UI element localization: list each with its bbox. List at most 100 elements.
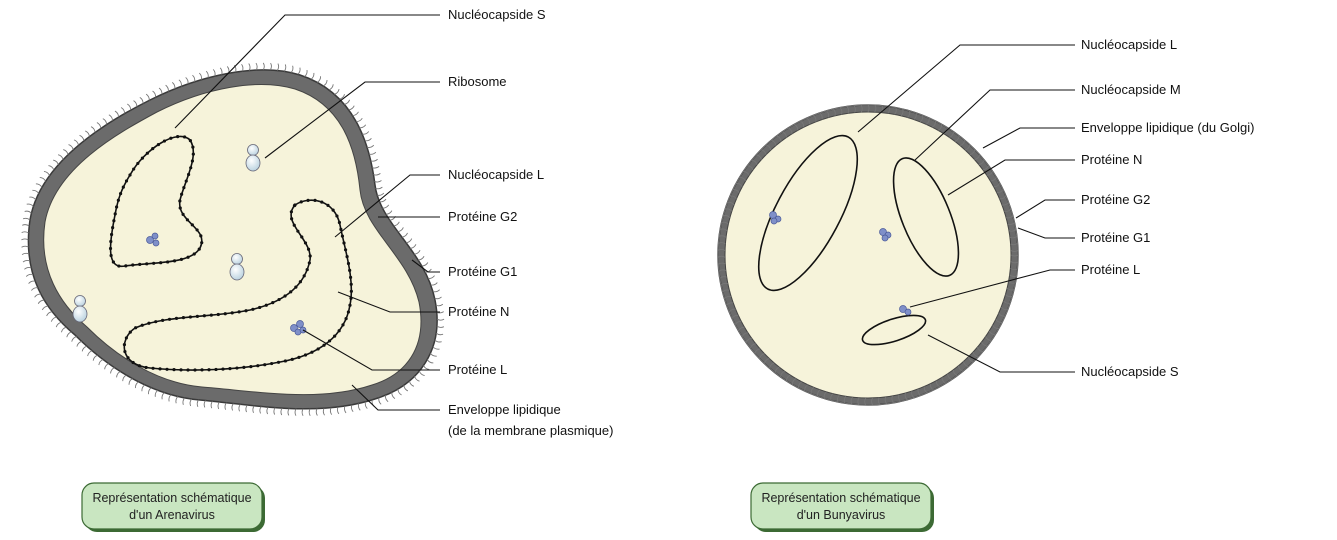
surface-spike: [206, 71, 208, 78]
surface-spike: [25, 211, 32, 213]
nucleocapsid-bead: [128, 173, 131, 176]
surface-spike: [38, 300, 44, 304]
surface-spike: [97, 123, 101, 129]
nucleocapsid-bead: [310, 351, 313, 354]
nucleocapsid-bead: [309, 254, 312, 257]
surface-spike: [317, 76, 320, 82]
nucleocapsid-bead: [129, 331, 132, 334]
label-proteine-g1: Protéine G1: [448, 264, 517, 279]
surface-spike: [353, 112, 359, 116]
nucleocapsid-bead: [169, 137, 172, 140]
nucleocapsid-bead: [154, 320, 157, 323]
nucleocapsid-bead: [180, 193, 183, 196]
surface-spike: [263, 63, 264, 70]
surface-spike: [246, 405, 247, 412]
surface-spike: [437, 326, 444, 327]
surface-spike: [383, 205, 389, 208]
nucleocapsid-bead: [109, 254, 112, 257]
surface-spike: [31, 288, 37, 291]
nucleocapsid-bead: [165, 368, 168, 371]
surface-spike: [105, 364, 109, 370]
nucleocapsid-bead: [132, 167, 135, 170]
surface-spike: [74, 140, 79, 145]
ribosome-icon: [230, 254, 244, 281]
nucleocapsid-bead: [313, 199, 316, 202]
nucleocapsid-bead: [166, 260, 169, 263]
surface-spike: [435, 340, 442, 342]
surface-spike: [53, 160, 58, 165]
nucleocapsid-bead: [303, 274, 306, 277]
leader-line: [1018, 228, 1075, 238]
surface-spike: [239, 404, 240, 411]
leader-line: [1016, 200, 1075, 218]
nucleocapsid-bead: [126, 356, 129, 359]
nucleocapsid-bead: [180, 258, 183, 261]
surface-spike: [48, 166, 53, 170]
label-enveloppe: Enveloppe lipidique: [448, 402, 561, 417]
surface-spike: [88, 351, 93, 356]
surface-spike: [47, 312, 53, 316]
surface-spike: [284, 64, 286, 71]
nucleocapsid-bead: [270, 362, 273, 365]
label-proteine-l: Protéine L: [1081, 262, 1140, 277]
surface-spike: [159, 88, 162, 94]
nucleocapsid-bead: [350, 290, 353, 293]
surface-spike: [437, 319, 444, 320]
surface-spike: [225, 403, 226, 410]
nucleocapsid-bead: [159, 261, 162, 264]
nucleocapsid-bead: [122, 186, 125, 189]
nucleocapsid-bead: [228, 367, 231, 370]
nucleocapsid-bead: [186, 256, 189, 259]
nucleocapsid-bead: [179, 368, 182, 371]
caption-line-2: d'un Arenavirus: [129, 508, 215, 522]
nucleocapsid-bead: [151, 367, 154, 370]
surface-spike: [111, 368, 115, 374]
surface-spike: [392, 392, 395, 398]
surface-spike: [398, 389, 402, 395]
surface-spike: [298, 68, 300, 75]
nucleocapsid-bead: [317, 347, 320, 350]
nucleocapsid-bead: [191, 159, 194, 162]
nucleocapsid-bead: [224, 312, 227, 315]
nucleocapsid-bead: [199, 234, 202, 237]
surface-spike: [23, 218, 30, 220]
nucleocapsid-bead: [347, 262, 350, 265]
nucleocapsid-bead: [161, 319, 164, 322]
nucleocapsid-bead: [141, 157, 144, 160]
surface-spike: [375, 181, 382, 183]
surface-spike: [367, 145, 374, 147]
surface-spike: [281, 408, 282, 415]
nucleocapsid-bead: [196, 315, 199, 318]
surface-spike: [24, 267, 31, 269]
label-proteine-n: Protéine N: [1081, 152, 1142, 167]
nucleocapsid-bead: [350, 283, 353, 286]
nucleocapsid-bead: [304, 241, 307, 244]
nucleocapsid-bead: [158, 367, 161, 370]
surface-spike: [22, 246, 29, 247]
nucleocapsid-bead: [242, 366, 245, 369]
surface-spike: [213, 69, 215, 76]
label-proteine-n: Protéine N: [448, 304, 509, 319]
surface-spike: [121, 107, 124, 113]
surface-spike: [270, 63, 271, 70]
nucleocapsid-bead: [258, 306, 261, 309]
nucleocapsid-bead: [284, 359, 287, 362]
surface-spike: [129, 379, 132, 385]
surface-spike: [21, 239, 28, 240]
arenavirus-diagram: Nucléocapside S Ribosome Nucléocapside L…: [21, 7, 613, 532]
nucleocapsid-bead: [109, 240, 112, 243]
surface-spike: [172, 82, 175, 89]
surface-spike: [302, 409, 303, 416]
surface-spike: [430, 353, 436, 356]
ribosome-icon: [246, 145, 260, 172]
nucleocapsid-bead: [168, 318, 171, 321]
nucleocapsid-bead: [112, 219, 115, 222]
nucleocapsid-bead: [111, 226, 114, 229]
nucleocapsid-bead: [338, 221, 341, 224]
nucleocapsid-bead: [182, 186, 185, 189]
surface-spike: [142, 385, 145, 391]
surface-spike: [153, 91, 156, 97]
surface-spike: [63, 150, 68, 155]
nucleocapsid-bead: [322, 344, 325, 347]
surface-spike: [334, 89, 339, 94]
